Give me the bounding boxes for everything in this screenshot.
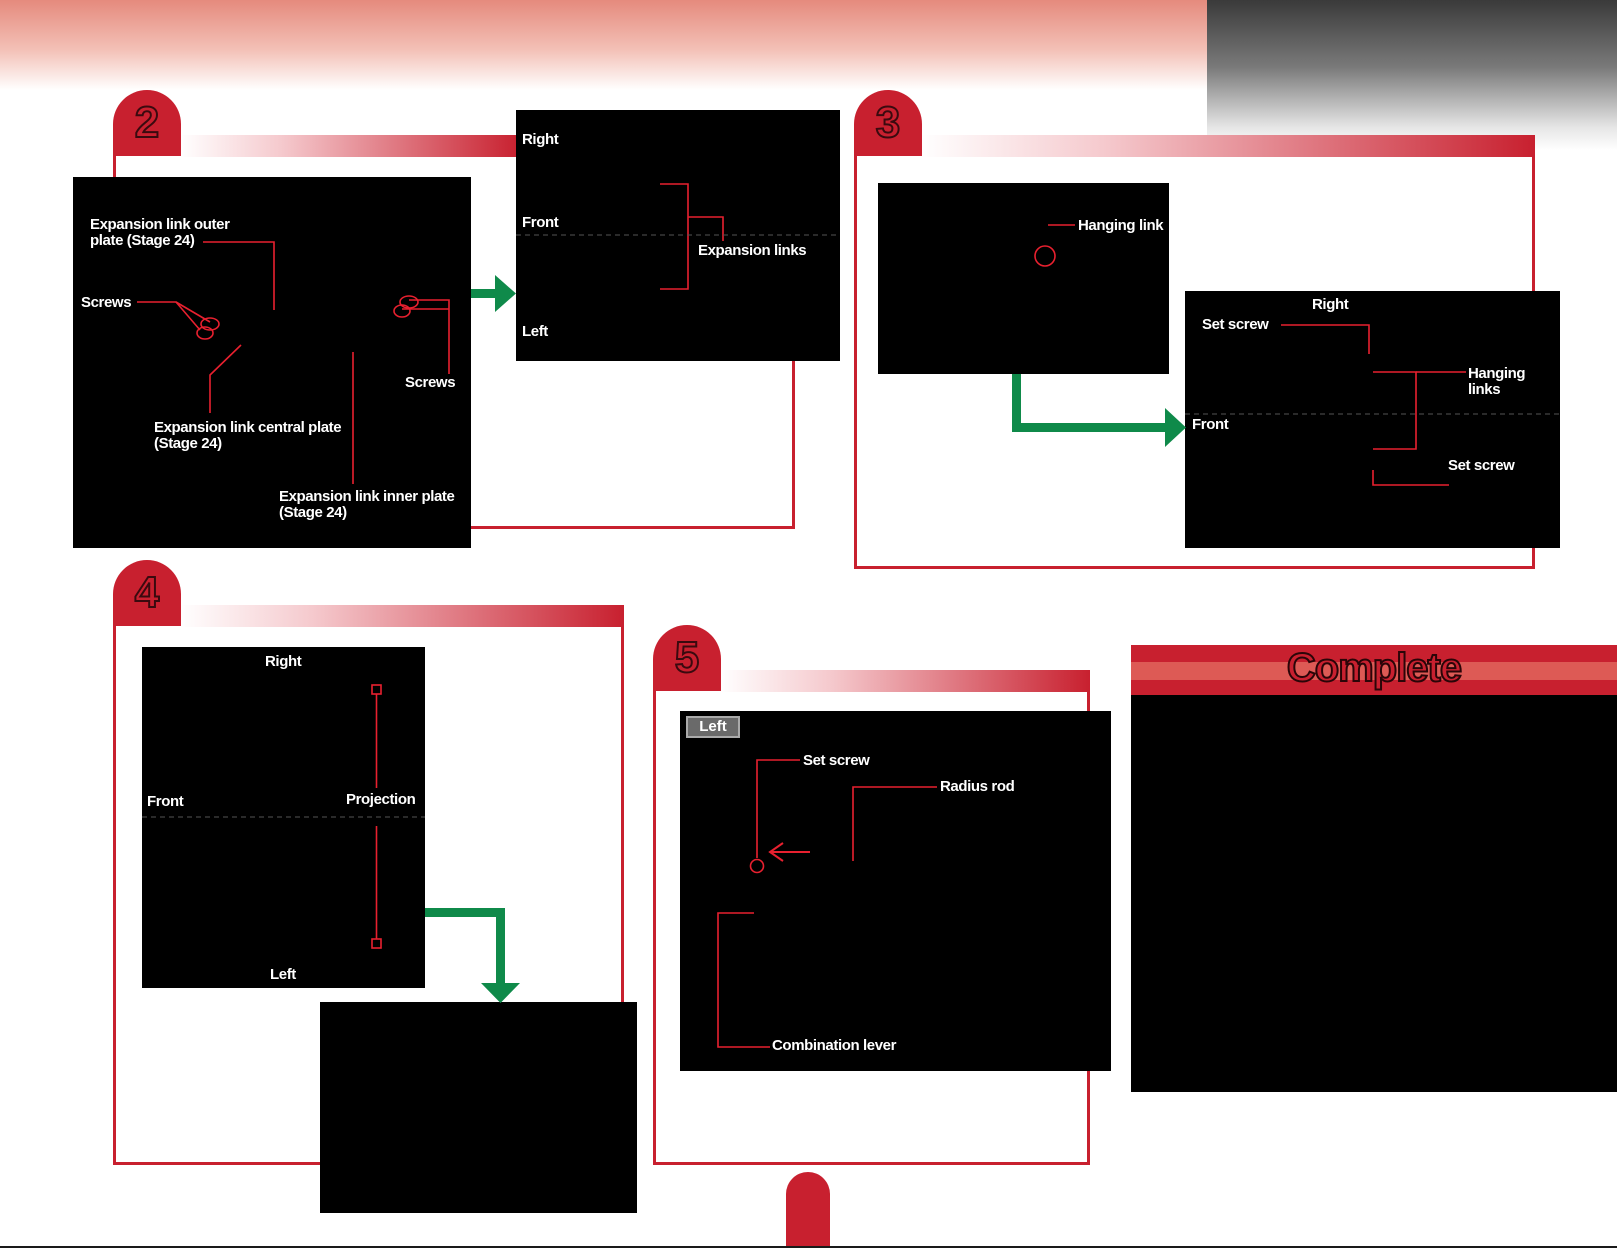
- step2-right-label: Right: [522, 131, 559, 148]
- complete-title: Complete: [1286, 645, 1463, 691]
- outer-plate-label: Expansion link outer plate (Stage 24): [90, 216, 230, 249]
- set-screw-top-label: Set screw: [1202, 316, 1269, 333]
- expansion-links-label: Expansion links: [698, 242, 807, 259]
- screws-left-label: Screws: [81, 294, 132, 311]
- step3-tab: 3: [854, 90, 922, 156]
- step5-photo: Set screw Radius rod Combination lever: [680, 711, 1111, 1071]
- step2-left-label: Left: [522, 323, 548, 340]
- step3-number: 3: [875, 97, 901, 148]
- step5-title-bar: [720, 670, 1090, 692]
- complete-header-stripe: [1131, 662, 1617, 680]
- step4-tab: 4: [113, 560, 181, 626]
- step3-front-label: Front: [1192, 416, 1229, 433]
- set-screw-bottom-label: Set screw: [1448, 457, 1515, 474]
- radius-rod-label: Radius rod: [940, 778, 1015, 795]
- step4-right-label: Right: [265, 653, 302, 670]
- step2-number: 2: [134, 97, 160, 148]
- step3-detail-photo: Right Set screw Hanging links Front Set …: [1185, 291, 1560, 548]
- step2-tab: 2: [113, 90, 181, 156]
- step4-result-photo: [320, 1002, 637, 1213]
- hanging-links-label: Hanging links: [1468, 365, 1526, 398]
- step2-main-photo: Expansion link outer plate (Stage 24) Sc…: [73, 177, 471, 548]
- step4-title-bar: [180, 605, 624, 627]
- step3-title-bar: [921, 135, 1535, 157]
- hanging-link-label: Hanging link: [1078, 217, 1164, 234]
- set-screw-label: Set screw: [803, 752, 870, 769]
- step5-tab: 5: [653, 625, 721, 691]
- step4-number: 4: [134, 567, 160, 618]
- inner-plate-label: Expansion link inner plate (Stage 24): [279, 488, 455, 521]
- left-view-badge: Left: [686, 716, 740, 738]
- step3-right-label: Right: [1312, 296, 1349, 313]
- step3-main-photo: Hanging link: [878, 183, 1169, 374]
- step2-front-label: Front: [522, 214, 559, 231]
- step5-number: 5: [674, 632, 700, 683]
- page-number-tab: [786, 1172, 830, 1248]
- complete-photo: [1131, 695, 1617, 1092]
- step2-detail-photo: Right Front Left Expansion links: [516, 110, 840, 361]
- step4-left-label: Left: [270, 966, 296, 983]
- corner-gradient-block: [1207, 0, 1617, 150]
- step2-title-bar: [180, 135, 520, 157]
- combination-lever-label: Combination lever: [772, 1037, 897, 1054]
- page-bottom-rule: [0, 1246, 1617, 1248]
- screws-right-label: Screws: [405, 374, 456, 391]
- step4-front-label: Front: [147, 793, 184, 810]
- central-plate-label: Expansion link central plate (Stage 24): [154, 419, 342, 452]
- step4-main-photo: Right Front Projection Left: [142, 647, 425, 988]
- projection-label: Projection: [346, 791, 416, 808]
